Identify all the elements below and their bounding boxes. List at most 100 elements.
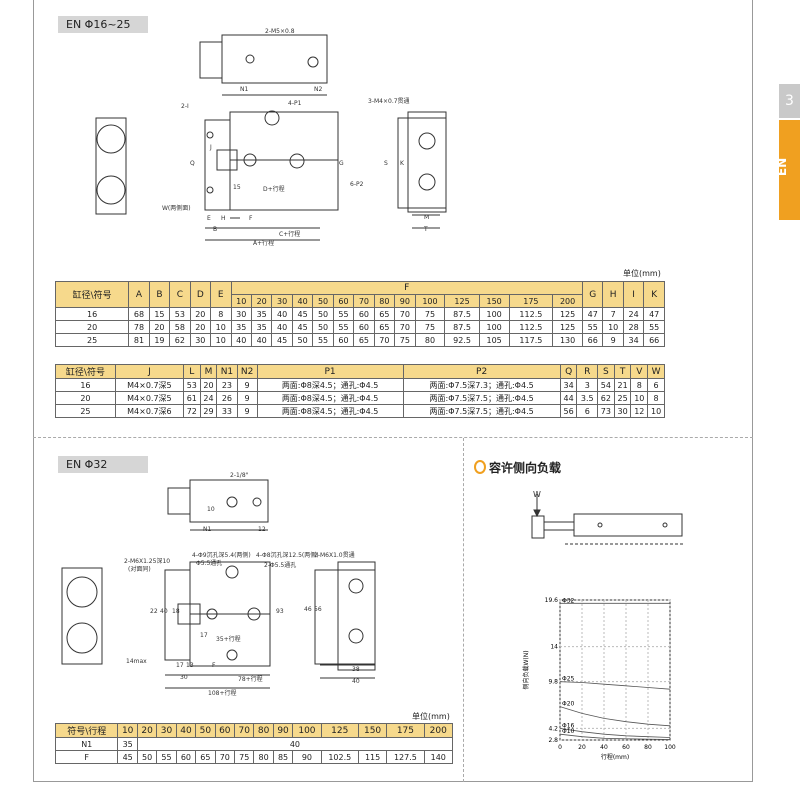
label-n1-32: N1 bbox=[203, 526, 212, 533]
table-cell: 34 bbox=[622, 333, 645, 347]
table-cell: 55 bbox=[332, 320, 355, 334]
label-12: 12 bbox=[258, 526, 266, 533]
table-cell: 34 bbox=[559, 378, 578, 392]
label-s: S bbox=[384, 160, 388, 167]
table-cell: 25 bbox=[54, 333, 130, 347]
col-header: B bbox=[148, 281, 171, 308]
table-cell: 24 bbox=[199, 391, 218, 405]
table-cell: 117.5 bbox=[508, 333, 554, 347]
table-cell: M4×0.7深6 bbox=[114, 404, 184, 418]
label-46: 46 bbox=[304, 606, 312, 613]
y-tick-label: 2.8 bbox=[548, 737, 558, 744]
table-cell: 55 bbox=[643, 320, 665, 334]
table-cell: 10 bbox=[647, 404, 665, 418]
table-cell: 53 bbox=[169, 307, 191, 321]
table-cell: 8 bbox=[210, 307, 232, 321]
f-sub-header: 80 bbox=[373, 294, 396, 308]
table-cell: 10 bbox=[210, 320, 232, 334]
table-cell: 9 bbox=[602, 333, 624, 347]
col-header: C bbox=[169, 281, 191, 308]
y-tick-label: 19.6 bbox=[545, 597, 559, 604]
table-cell: 127.5 bbox=[386, 750, 425, 764]
table-cell: 81 bbox=[128, 333, 150, 347]
label-2m6-through: 2-M6X1.0贯通 bbox=[314, 552, 355, 559]
label-g: G bbox=[339, 160, 344, 167]
table-cell: 60 bbox=[332, 333, 355, 347]
table-cell: 102.5 bbox=[320, 750, 359, 764]
table-cell: 65 bbox=[373, 307, 396, 321]
section-divider bbox=[33, 437, 753, 438]
table-cell: 30 bbox=[230, 307, 252, 321]
table-cell: 100 bbox=[478, 307, 510, 321]
table-cell: 62 bbox=[169, 333, 191, 347]
table-cell: N1 bbox=[54, 737, 119, 751]
y-tick-label: 14 bbox=[550, 644, 558, 651]
col-header: H bbox=[602, 281, 624, 308]
label-13: 13 bbox=[186, 662, 194, 669]
table-cell: 8 bbox=[647, 391, 665, 405]
label-17a: 17 bbox=[200, 632, 208, 639]
label-3m4: 3-M4×0.7贯通 bbox=[368, 98, 410, 105]
table-cell: 10 bbox=[210, 333, 232, 347]
label-30: 30 bbox=[180, 674, 188, 681]
section-tag-en32: EN Φ32 bbox=[58, 456, 148, 473]
label-4p1: 4-P1 bbox=[288, 100, 302, 107]
drawing-en32 bbox=[61, 479, 376, 689]
table-cell: 12 bbox=[630, 404, 649, 418]
table-cell: 65 bbox=[373, 320, 396, 334]
col-header: 90 bbox=[272, 723, 294, 738]
table-cell: 两面:Φ8深4.5；通孔:Φ4.5 bbox=[256, 378, 404, 392]
f-sub-header: 90 bbox=[394, 294, 416, 308]
col-header: J bbox=[114, 364, 184, 379]
table-cell: 72 bbox=[182, 404, 201, 418]
label-j: J bbox=[210, 144, 212, 151]
label-f-32: F bbox=[212, 662, 216, 669]
label-t: T bbox=[424, 226, 428, 233]
table-cell: 87.5 bbox=[444, 320, 480, 334]
col-header: Q bbox=[559, 364, 578, 379]
table-cell: 20 bbox=[189, 320, 212, 334]
col-header: 175 bbox=[386, 723, 425, 738]
table-cell: 80 bbox=[253, 750, 274, 764]
label-40: 40 bbox=[160, 608, 168, 615]
f-sub-header: 150 bbox=[478, 294, 510, 308]
label-a-stroke: A+行程 bbox=[253, 240, 275, 247]
label-2m5: 2-M5×0.8 bbox=[265, 28, 295, 35]
col-header: R bbox=[576, 364, 598, 379]
table-cell: 20 bbox=[148, 320, 171, 334]
col-header: 60 bbox=[214, 723, 236, 738]
table-cell: 55 bbox=[581, 320, 604, 334]
table-cell: 6 bbox=[576, 404, 598, 418]
col-header: K bbox=[643, 281, 665, 308]
col-header: 50 bbox=[195, 723, 216, 738]
table-cell: 140 bbox=[423, 750, 454, 764]
label-2i: 2-I bbox=[181, 103, 189, 110]
chart-section-title: 容许侧向负载 bbox=[489, 461, 562, 475]
table-cell: 45 bbox=[117, 750, 138, 764]
f-sub-header: 60 bbox=[332, 294, 355, 308]
label-2m6-tap: 2-M6X1.25深10 bbox=[124, 558, 171, 565]
table-cell: 45 bbox=[291, 307, 314, 321]
series-line bbox=[559, 706, 671, 727]
label-10: 10 bbox=[207, 506, 215, 513]
table-cell: 112.5 bbox=[508, 320, 554, 334]
table-cell: 16 bbox=[55, 378, 116, 392]
table-cell: 25 bbox=[613, 391, 632, 405]
side-tab-en[interactable]: EN bbox=[775, 120, 800, 220]
col-header: 40 bbox=[175, 723, 197, 738]
f-sub-header: 50 bbox=[312, 294, 334, 308]
table-cell: 125 bbox=[552, 320, 583, 334]
y-tick-label: 9.8 bbox=[548, 679, 558, 686]
y-tick-label: 4.2 bbox=[548, 725, 558, 732]
table-cell: 6 bbox=[647, 378, 665, 392]
table-cell: 20 bbox=[55, 391, 116, 405]
x-tick-label: 40 bbox=[600, 744, 608, 751]
table-cell: 35 bbox=[250, 307, 273, 321]
table-cell: 16 bbox=[54, 307, 130, 321]
table-cell: 65 bbox=[353, 333, 375, 347]
side-page-number: 3 bbox=[779, 84, 800, 118]
